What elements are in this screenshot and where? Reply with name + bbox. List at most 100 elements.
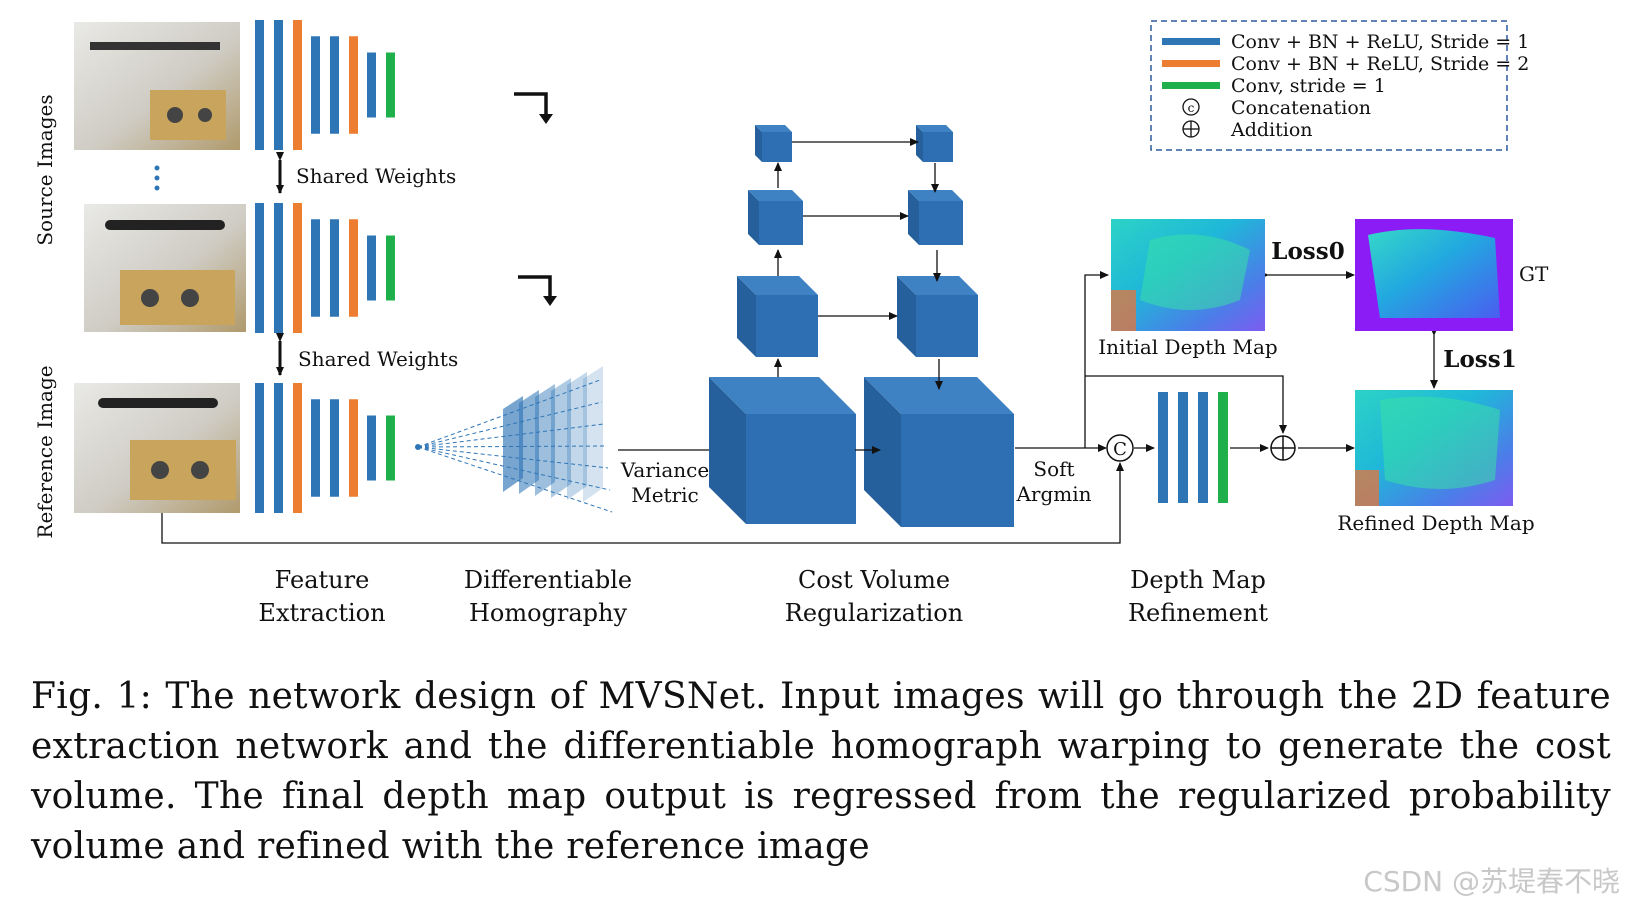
warp-arrow-1 [514,92,553,124]
feature-bar [293,20,302,150]
frustum-ray [417,445,607,448]
ground-truth-image [1355,219,1513,331]
figure-caption: Fig. 1: The network design of MVSNet. In… [31,676,1611,867]
feature-bar [367,415,376,481]
source-images-label: Source Images [33,94,57,245]
loss0-label: Loss0 [1271,238,1344,265]
feature-extraction-networks [255,20,395,513]
stage-cost-volume-line1: Cost Volume [798,566,950,594]
cube-connections [774,138,943,454]
refinement-bar [1158,392,1168,503]
feature-bar [330,219,339,317]
warped-plane [535,384,555,496]
cube-l3-top [748,190,803,201]
feature-bar [330,399,339,497]
refinement-bar [1198,392,1208,503]
svg-text:c: c [1188,101,1195,115]
feature-bar [293,383,302,513]
initial-depth-map-label: Initial Depth Map [1098,335,1277,359]
cube-l3-front [759,201,803,245]
frustum-ray [417,401,603,448]
cube-r4-top [916,125,953,132]
initial-depth-map-image [1111,219,1265,331]
cube-r2-front [916,295,978,357]
svg-text:C: C [1113,439,1127,460]
feature-bar [330,36,339,134]
feature-bar [386,415,395,481]
feature-bar [367,235,376,301]
frustum-ray [417,446,613,513]
cost-volume-cubes [709,125,1014,527]
cube-l1-side [709,377,746,524]
frustum-ray [417,446,609,469]
stage-feature-extraction-line1: Feature [275,566,370,594]
cube-r3-front [919,201,963,245]
soft-argmin-label-line2: Argmin [1015,482,1091,506]
cube-l4-front [762,132,792,162]
feature-bar [311,399,320,497]
feature-bar [274,20,283,150]
cube-l4-top [755,125,792,132]
refinement-bar [1178,392,1188,503]
legend-swatch-green [1162,82,1220,89]
watermark: CSDN @苏堤春不晓 [1363,865,1620,898]
camera-center [415,444,421,450]
stage-refinement-line2: Refinement [1128,599,1268,627]
legend-addition-symbol [1182,120,1200,138]
refined-depth-map-image [1355,390,1513,506]
shared-weights-label-1: Shared Weights [296,164,456,188]
feature-bar [386,52,395,118]
refinement-network [1158,392,1228,503]
addition-symbol [1270,435,1296,461]
feature-bar [386,235,395,301]
cube-l3-side [748,190,759,245]
cube-r4-side [916,125,923,162]
stage-cost-volume-line2: Regularization [785,599,963,627]
warped-plane [503,396,523,492]
legend-concatenation-symbol: c [1182,98,1200,116]
cube-r1-top [864,377,1014,414]
refined-depth-map-label: Refined Depth Map [1337,511,1534,535]
frustum-ray [417,446,611,491]
feature-bar [311,219,320,317]
cube-r3-side [908,190,919,245]
cube-l1-top [709,377,856,414]
variance-label-line1: Variance [620,458,709,482]
feature-bar [349,36,358,134]
feature-bar [274,203,283,333]
cube-l4-side [755,125,762,162]
feature-bar [311,36,320,134]
stage-homography-line2: Homography [469,599,628,627]
legend-swatch-orange [1162,60,1220,67]
mvsnet-figure: Source Images Reference Image Shared Wei… [33,20,1549,627]
soft-argmin-label-line1: Soft [1033,457,1074,481]
cube-r4-front [923,132,953,162]
warped-plane [519,390,539,494]
reference-image-label: Reference Image [33,365,57,538]
feature-bar [274,383,283,513]
stage-feature-extraction-line2: Extraction [258,599,385,627]
warped-plane [567,372,587,500]
feature-bar [293,203,302,333]
cube-r2-top [897,276,978,295]
legend-swatch-blue [1162,38,1220,45]
refinement-bar [1218,392,1228,503]
warp-arrow-2 [518,275,557,306]
feature-bar [349,399,358,497]
gt-label: GT [1519,262,1549,286]
legend-label-conv-bn-relu-s1: Conv + BN + ReLU, Stride = 1 [1231,31,1529,53]
shared-weights-label-2: Shared Weights [298,347,458,371]
cube-l2-side [737,276,756,357]
cube-r1-front [901,414,1014,527]
cube-r2-side [897,276,916,357]
feature-bar [255,20,264,150]
ellipsis-dots [154,165,160,191]
cube-r3-top [908,190,963,201]
source-image-1 [74,22,240,150]
legend-label-addition: Addition [1230,119,1313,141]
cube-r1-side [864,377,901,527]
cube-l1-front [746,414,856,524]
source-image-2 [84,204,246,332]
frustum-ray [417,423,605,448]
concatenation-symbol: C [1106,434,1134,462]
